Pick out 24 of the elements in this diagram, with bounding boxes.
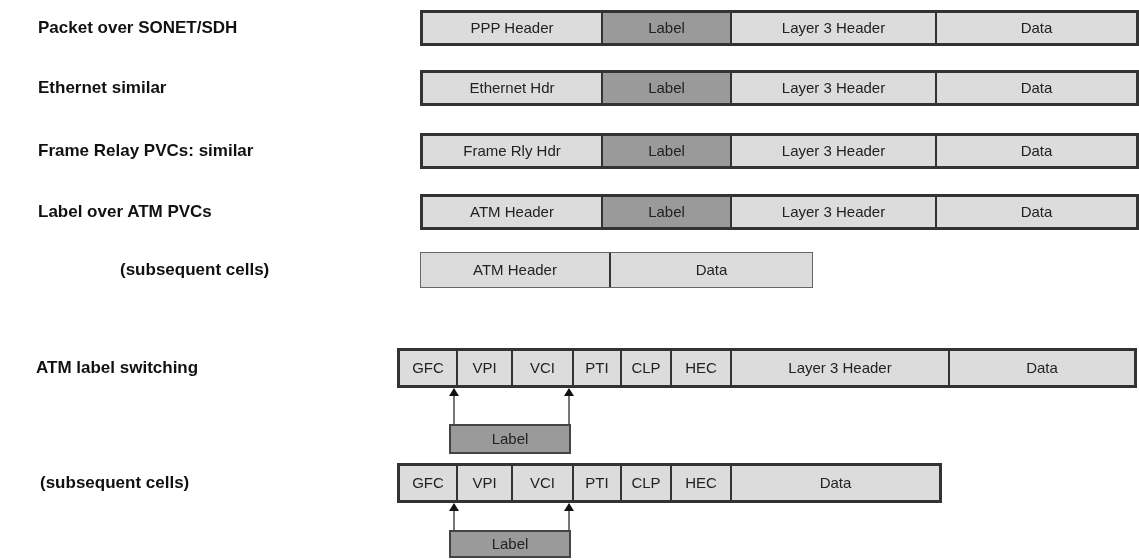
packet-frame bbox=[420, 70, 1139, 106]
field-cell: Label bbox=[601, 73, 730, 103]
row-caption: (subsequent cells) bbox=[40, 472, 190, 495]
field-cell: Label bbox=[601, 197, 730, 227]
row-caption: Ethernet similar bbox=[38, 77, 167, 100]
row-caption: Packet over SONET/SDH bbox=[38, 17, 238, 40]
label-box: Label bbox=[449, 424, 571, 454]
arrow bbox=[449, 388, 459, 425]
packet-frame bbox=[420, 194, 1139, 230]
arrow bbox=[564, 503, 574, 531]
row-caption: (subsequent cells) bbox=[120, 259, 270, 282]
packet-frame bbox=[420, 10, 1139, 46]
field-cell: Label bbox=[601, 13, 730, 43]
packet-frame bbox=[420, 133, 1139, 169]
packet-frame bbox=[420, 252, 813, 288]
field-cell: Label bbox=[601, 136, 730, 166]
packet-frame bbox=[397, 463, 942, 503]
arrow bbox=[564, 388, 574, 425]
label-box: Label bbox=[449, 530, 571, 558]
arrow bbox=[449, 503, 459, 531]
row-caption: Frame Relay PVCs: similar bbox=[38, 140, 254, 163]
packet-frame bbox=[397, 348, 1137, 388]
row-caption: Label over ATM PVCs bbox=[38, 201, 212, 224]
row-caption: ATM label switching bbox=[36, 357, 199, 380]
